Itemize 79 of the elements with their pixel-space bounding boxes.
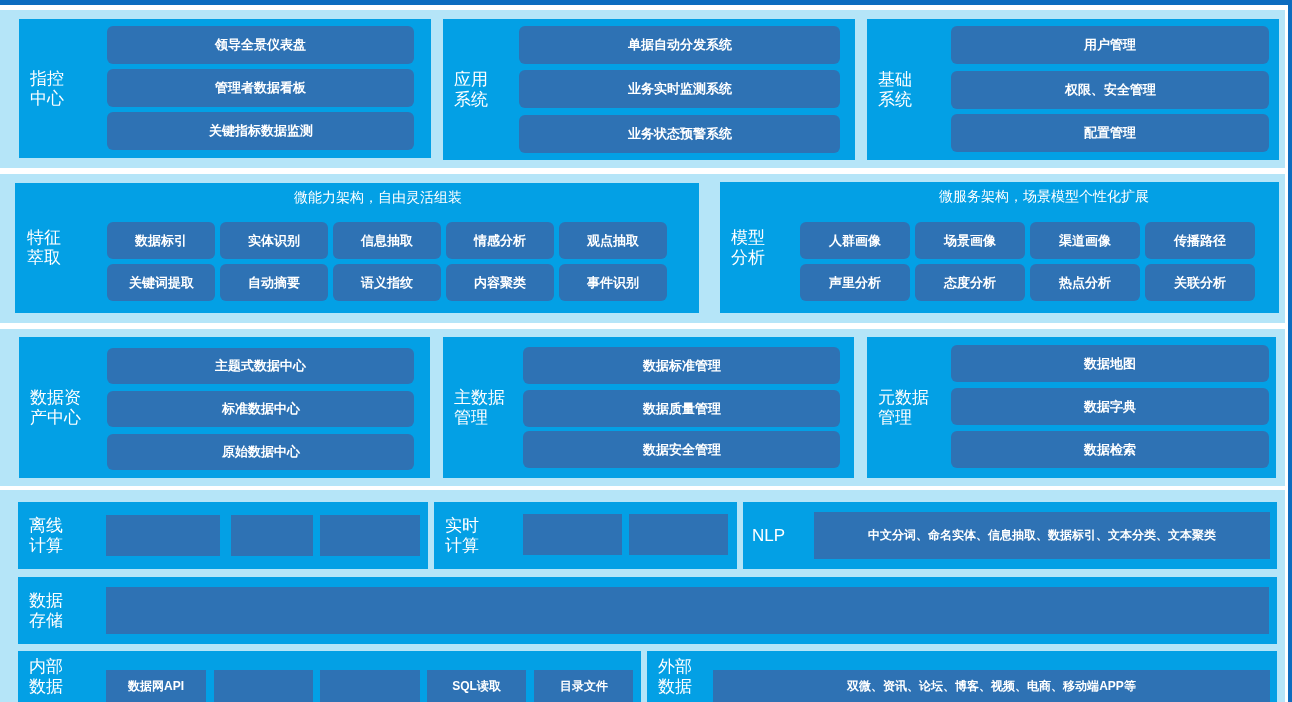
module-tile: 管理者数据看板 — [107, 69, 414, 107]
module-panel — [18, 651, 641, 702]
module-tile: 关联分析 — [1145, 264, 1255, 301]
panel-subtitle: 微服务架构，场景模型个性化扩展 — [939, 188, 1149, 205]
module-panel — [647, 651, 1277, 702]
panel-title: 模型分析 — [731, 227, 766, 268]
module-tile: SQL读取 — [427, 670, 526, 702]
module-tile: 数据地图 — [951, 345, 1269, 382]
module-tile: 配置管理 — [951, 114, 1269, 152]
module-tile: 内容聚类 — [446, 264, 554, 301]
panel-title: 主数据管理 — [454, 387, 506, 428]
module-panel — [443, 337, 854, 478]
module-panel — [18, 577, 1277, 644]
module-tile: 传播路径 — [1145, 222, 1255, 259]
module-panel — [19, 19, 431, 158]
module-tile — [231, 515, 313, 556]
module-tile: 权限、安全管理 — [951, 71, 1269, 109]
module-tile — [106, 515, 220, 556]
module-tile: 业务实时监测系统 — [519, 70, 840, 108]
module-tile: 数据安全管理 — [523, 431, 840, 468]
panel-title: 基础系统 — [878, 69, 913, 110]
panel-title: 外部数据 — [658, 656, 693, 697]
module-tile: 业务状态预警系统 — [519, 115, 840, 153]
module-panel — [15, 183, 699, 313]
module-tile: 原始数据中心 — [107, 434, 414, 470]
module-panel — [19, 337, 430, 478]
module-tile: 数据质量管理 — [523, 390, 840, 427]
module-tile: 观点抽取 — [559, 222, 667, 259]
module-tile: 用户管理 — [951, 26, 1269, 64]
panel-title: 数据资产中心 — [30, 387, 82, 428]
module-tile — [214, 670, 313, 702]
module-tile — [523, 514, 622, 555]
module-panel — [18, 502, 428, 569]
module-tile: 数据标引 — [107, 222, 215, 259]
module-tile: 数据网API — [106, 670, 206, 702]
panel-title: NLP — [752, 525, 787, 546]
module-tile: 渠道画像 — [1030, 222, 1140, 259]
module-tile: 情感分析 — [446, 222, 554, 259]
module-tile: 领导全景仪表盘 — [107, 26, 414, 64]
module-tile: 数据字典 — [951, 388, 1269, 425]
module-tile: 中文分词、命名实体、信息抽取、数据标引、文本分类、文本聚类 — [814, 512, 1270, 559]
module-panel — [867, 19, 1279, 160]
module-tile: 人群画像 — [800, 222, 910, 259]
module-tile: 实体识别 — [220, 222, 328, 259]
module-tile: 数据检索 — [951, 431, 1269, 468]
module-tile: 信息抽取 — [333, 222, 441, 259]
panel-title: 离线计算 — [29, 515, 64, 556]
module-tile — [320, 515, 420, 556]
module-tile: 自动摘要 — [220, 264, 328, 301]
panel-subtitle: 微能力架构，自由灵活组装 — [294, 189, 462, 206]
module-panel — [443, 19, 855, 160]
module-tile: 场景画像 — [915, 222, 1025, 259]
module-tile: 目录文件 — [534, 670, 633, 702]
panel-title: 数据存储 — [29, 590, 64, 631]
module-panel — [434, 502, 737, 569]
module-tile: 单据自动分发系统 — [519, 26, 840, 64]
module-tile: 双微、资讯、论坛、博客、视频、电商、移动端APP等 — [713, 670, 1270, 702]
panel-title: 实时计算 — [445, 515, 480, 556]
panel-title: 元数据管理 — [878, 387, 930, 428]
module-panel — [743, 502, 1277, 569]
module-tile: 声里分析 — [800, 264, 910, 301]
panel-title: 指控中心 — [30, 68, 65, 109]
module-tile: 数据标准管理 — [523, 347, 840, 384]
module-tile — [320, 670, 420, 702]
module-tile — [629, 514, 728, 555]
panel-title: 内部数据 — [29, 656, 64, 697]
module-tile: 语义指纹 — [333, 264, 441, 301]
panel-title: 应用系统 — [454, 69, 489, 110]
module-tile: 态度分析 — [915, 264, 1025, 301]
module-tile: 主题式数据中心 — [107, 348, 414, 384]
module-tile: 事件识别 — [559, 264, 667, 301]
module-panel — [867, 337, 1276, 478]
module-panel — [720, 182, 1279, 313]
module-tile: 关键词提取 — [107, 264, 215, 301]
module-tile: 关键指标数据监测 — [107, 112, 414, 150]
module-tile: 热点分析 — [1030, 264, 1140, 301]
panel-title: 特征萃取 — [27, 227, 62, 269]
storage-bar — [106, 587, 1269, 634]
module-tile: 标准数据中心 — [107, 391, 414, 427]
